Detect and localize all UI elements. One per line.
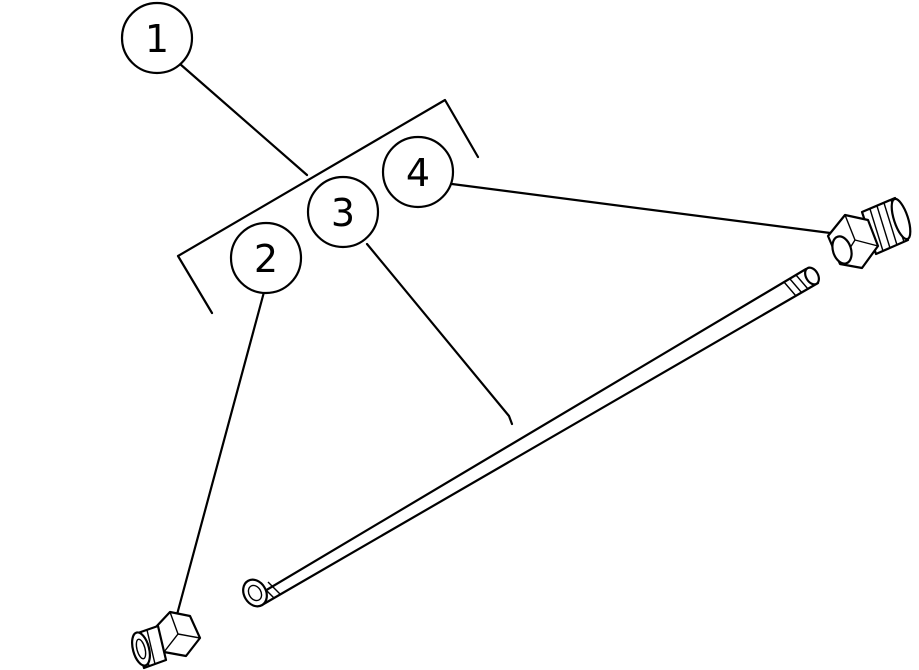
callout-number-3: 3 xyxy=(331,191,355,235)
leader-line-1 xyxy=(178,62,309,177)
callout-balloon-1[interactable]: 1 xyxy=(120,1,194,75)
fitting-part-right xyxy=(826,196,912,270)
leader-line-3 xyxy=(365,242,514,426)
callout-number-1: 1 xyxy=(145,17,169,61)
callout-number-2: 2 xyxy=(254,237,278,281)
callout-balloon-4[interactable]: 4 xyxy=(381,135,455,209)
callout-balloon-3[interactable]: 3 xyxy=(306,175,380,249)
group-bracket xyxy=(176,98,480,315)
fitting-part-left xyxy=(131,610,202,670)
pipe-part xyxy=(242,266,820,608)
leader-line-4 xyxy=(450,182,840,236)
leader-line-2 xyxy=(173,290,266,624)
callout-number-4: 4 xyxy=(406,151,430,195)
callout-balloon-2[interactable]: 2 xyxy=(229,221,303,295)
